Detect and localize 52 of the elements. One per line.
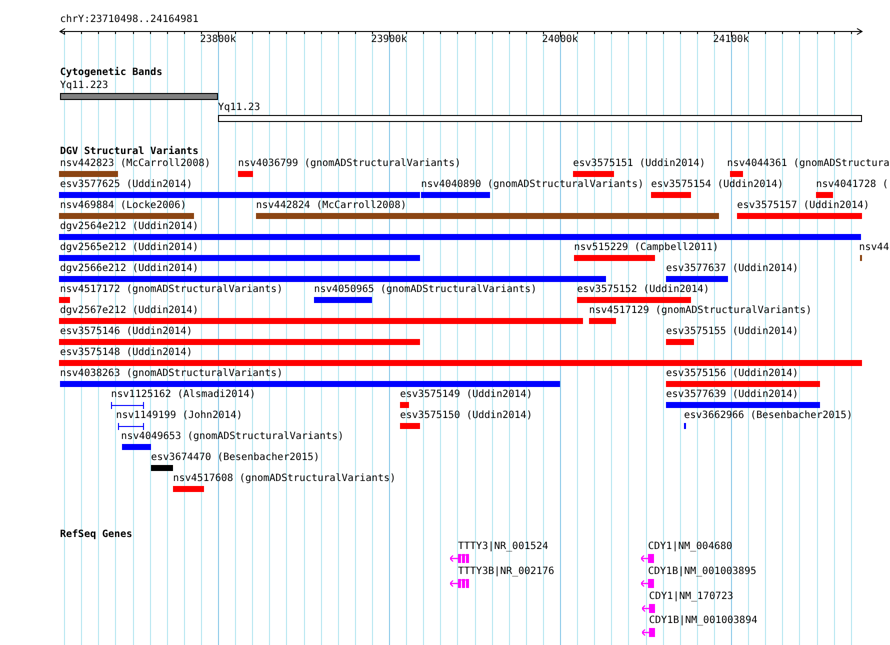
gene-label: CDY1B|NM_001003894: [649, 616, 758, 626]
variant-label: nsv4517608 (gnomADStructuralVariants): [173, 474, 396, 484]
variant-label: nsv4517129 (gnomADStructuralVariants): [589, 306, 812, 316]
variant-label: nsv4036799 (gnomADStructuralVariants): [238, 159, 461, 169]
variant-label: nsv4041728 (: [816, 180, 888, 190]
gene-label: CDY1|NM_170723: [649, 592, 734, 602]
variant-label: nsv442823 (McCarroll2008): [60, 159, 211, 169]
variant-label: nsv4038263 (gnomADStructuralVariants): [60, 369, 284, 379]
coordinate-label: chrY:23710498..24164981: [60, 15, 198, 25]
tick-label: 23800k: [200, 35, 236, 45]
tick-label: 23900k: [370, 35, 408, 45]
variant-label: esv3575154 (Uddin2014): [651, 180, 784, 190]
variant-label: nsv515229 (Campbell2011): [574, 243, 718, 253]
variant-label: esv3575156 (Uddin2014): [666, 369, 800, 379]
variant-label: nsv4517172 (gnomADStructuralVariants): [60, 285, 283, 295]
band-label: Yq11.223: [60, 81, 110, 91]
variant-label: nsv4040890 (gnomADStructuralVariants): [421, 180, 644, 190]
variant-label: esv3662966 (Besenbacher2015): [684, 411, 853, 421]
variant-label: nsv1149199 (John2014): [116, 411, 242, 421]
gene-label: TTTY3B|NR_002176: [458, 567, 554, 577]
tick-label: 24100k: [712, 35, 750, 45]
track-heading: Cytogenetic Bands: [60, 68, 162, 78]
gene-label: CDY1|NM_004680: [648, 542, 732, 552]
variant-label: nsv44: [859, 243, 890, 253]
gene-label: CDY1B|NM_001003895: [648, 567, 756, 577]
track-heading: RefSeq Genes: [60, 530, 132, 540]
variant-label: esv3575151 (Uddin2014): [573, 159, 706, 169]
variant-label: esv3575150 (Uddin2014): [400, 411, 532, 421]
variant-label: nsv4049653 (gnomADStructuralVariants): [121, 432, 344, 442]
variant-label: nsv4050965 (gnomADStructuralVariants): [314, 285, 537, 295]
variant-label: dgv2565e212 (Uddin2014): [60, 243, 200, 253]
variant-label: esv3575146 (Uddin2014): [60, 327, 194, 337]
variant-label: esv3575157 (Uddin2014): [737, 201, 870, 211]
band-label: Yq11.23: [218, 103, 262, 113]
tick-label: 24000k: [542, 35, 578, 45]
variant-label: dgv2567e212 (Uddin2014): [60, 306, 200, 316]
variant-label: esv3577637 (Uddin2014): [666, 264, 798, 274]
variant-label: esv3577639 (Uddin2014): [666, 390, 800, 400]
variant-label: esv3575155 (Uddin2014): [666, 327, 798, 337]
variant-label: nsv4044361 (gnomADStructura: [727, 159, 890, 169]
gene-label: TTTY3|NR_001524: [458, 542, 548, 552]
variant-label: esv3575148 (Uddin2014): [60, 348, 194, 358]
track-heading: DGV Structural Variants: [60, 147, 198, 157]
variant-label: esv3674470 (Besenbacher2015): [151, 453, 320, 463]
variant-label: esv3577625 (Uddin2014): [60, 180, 194, 190]
variant-label: nsv469884 (Locke2006): [60, 201, 188, 211]
variant-label: esv3575149 (Uddin2014): [400, 390, 532, 400]
variant-label: esv3575152 (Uddin2014): [577, 285, 710, 295]
variant-label: nsv1125162 (Alsmadi2014): [111, 390, 256, 400]
variant-label: dgv2564e212 (Uddin2014): [60, 222, 200, 232]
variant-label: nsv442824 (McCarroll2008): [256, 201, 408, 211]
variant-label: dgv2566e212 (Uddin2014): [60, 264, 200, 274]
